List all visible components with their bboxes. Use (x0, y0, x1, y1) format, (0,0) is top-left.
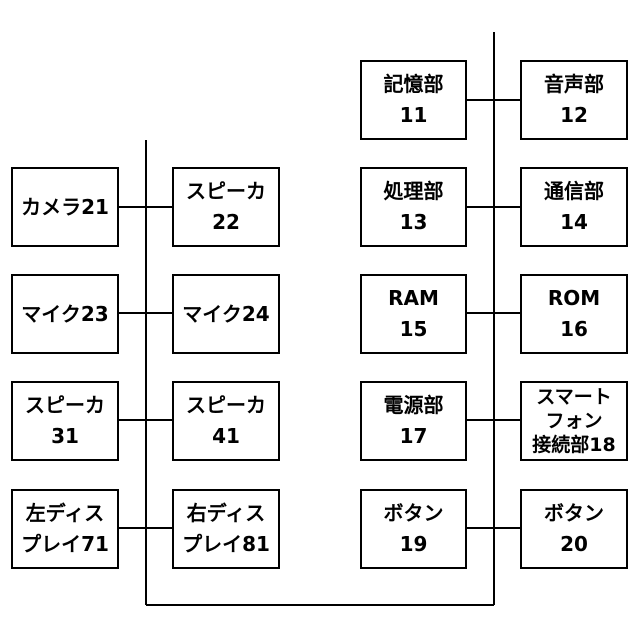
rom-16: ROM 16 (520, 274, 628, 354)
speaker-22: スピーカ 22 (172, 167, 280, 247)
mic-23: マイク23 (11, 274, 119, 354)
smartphone-connection-18: スマート フォン 接続部18 (520, 381, 628, 461)
speaker-41: スピーカ 41 (172, 381, 280, 461)
right-display-81: 右ディス プレイ81 (172, 489, 280, 569)
button-20: ボタン 20 (520, 489, 628, 569)
speaker-31: スピーカ 31 (11, 381, 119, 461)
processing-unit-13: 処理部 13 (360, 167, 467, 247)
communication-unit-14: 通信部 14 (520, 167, 628, 247)
mic-24: マイク24 (172, 274, 280, 354)
storage-unit-11: 記憶部 11 (360, 60, 467, 140)
ram-15: RAM 15 (360, 274, 467, 354)
power-unit-17: 電源部 17 (360, 381, 467, 461)
button-19: ボタン 19 (360, 489, 467, 569)
camera-21: カメラ21 (11, 167, 119, 247)
left-display-71: 左ディス プレイ71 (11, 489, 119, 569)
audio-unit-12: 音声部 12 (520, 60, 628, 140)
